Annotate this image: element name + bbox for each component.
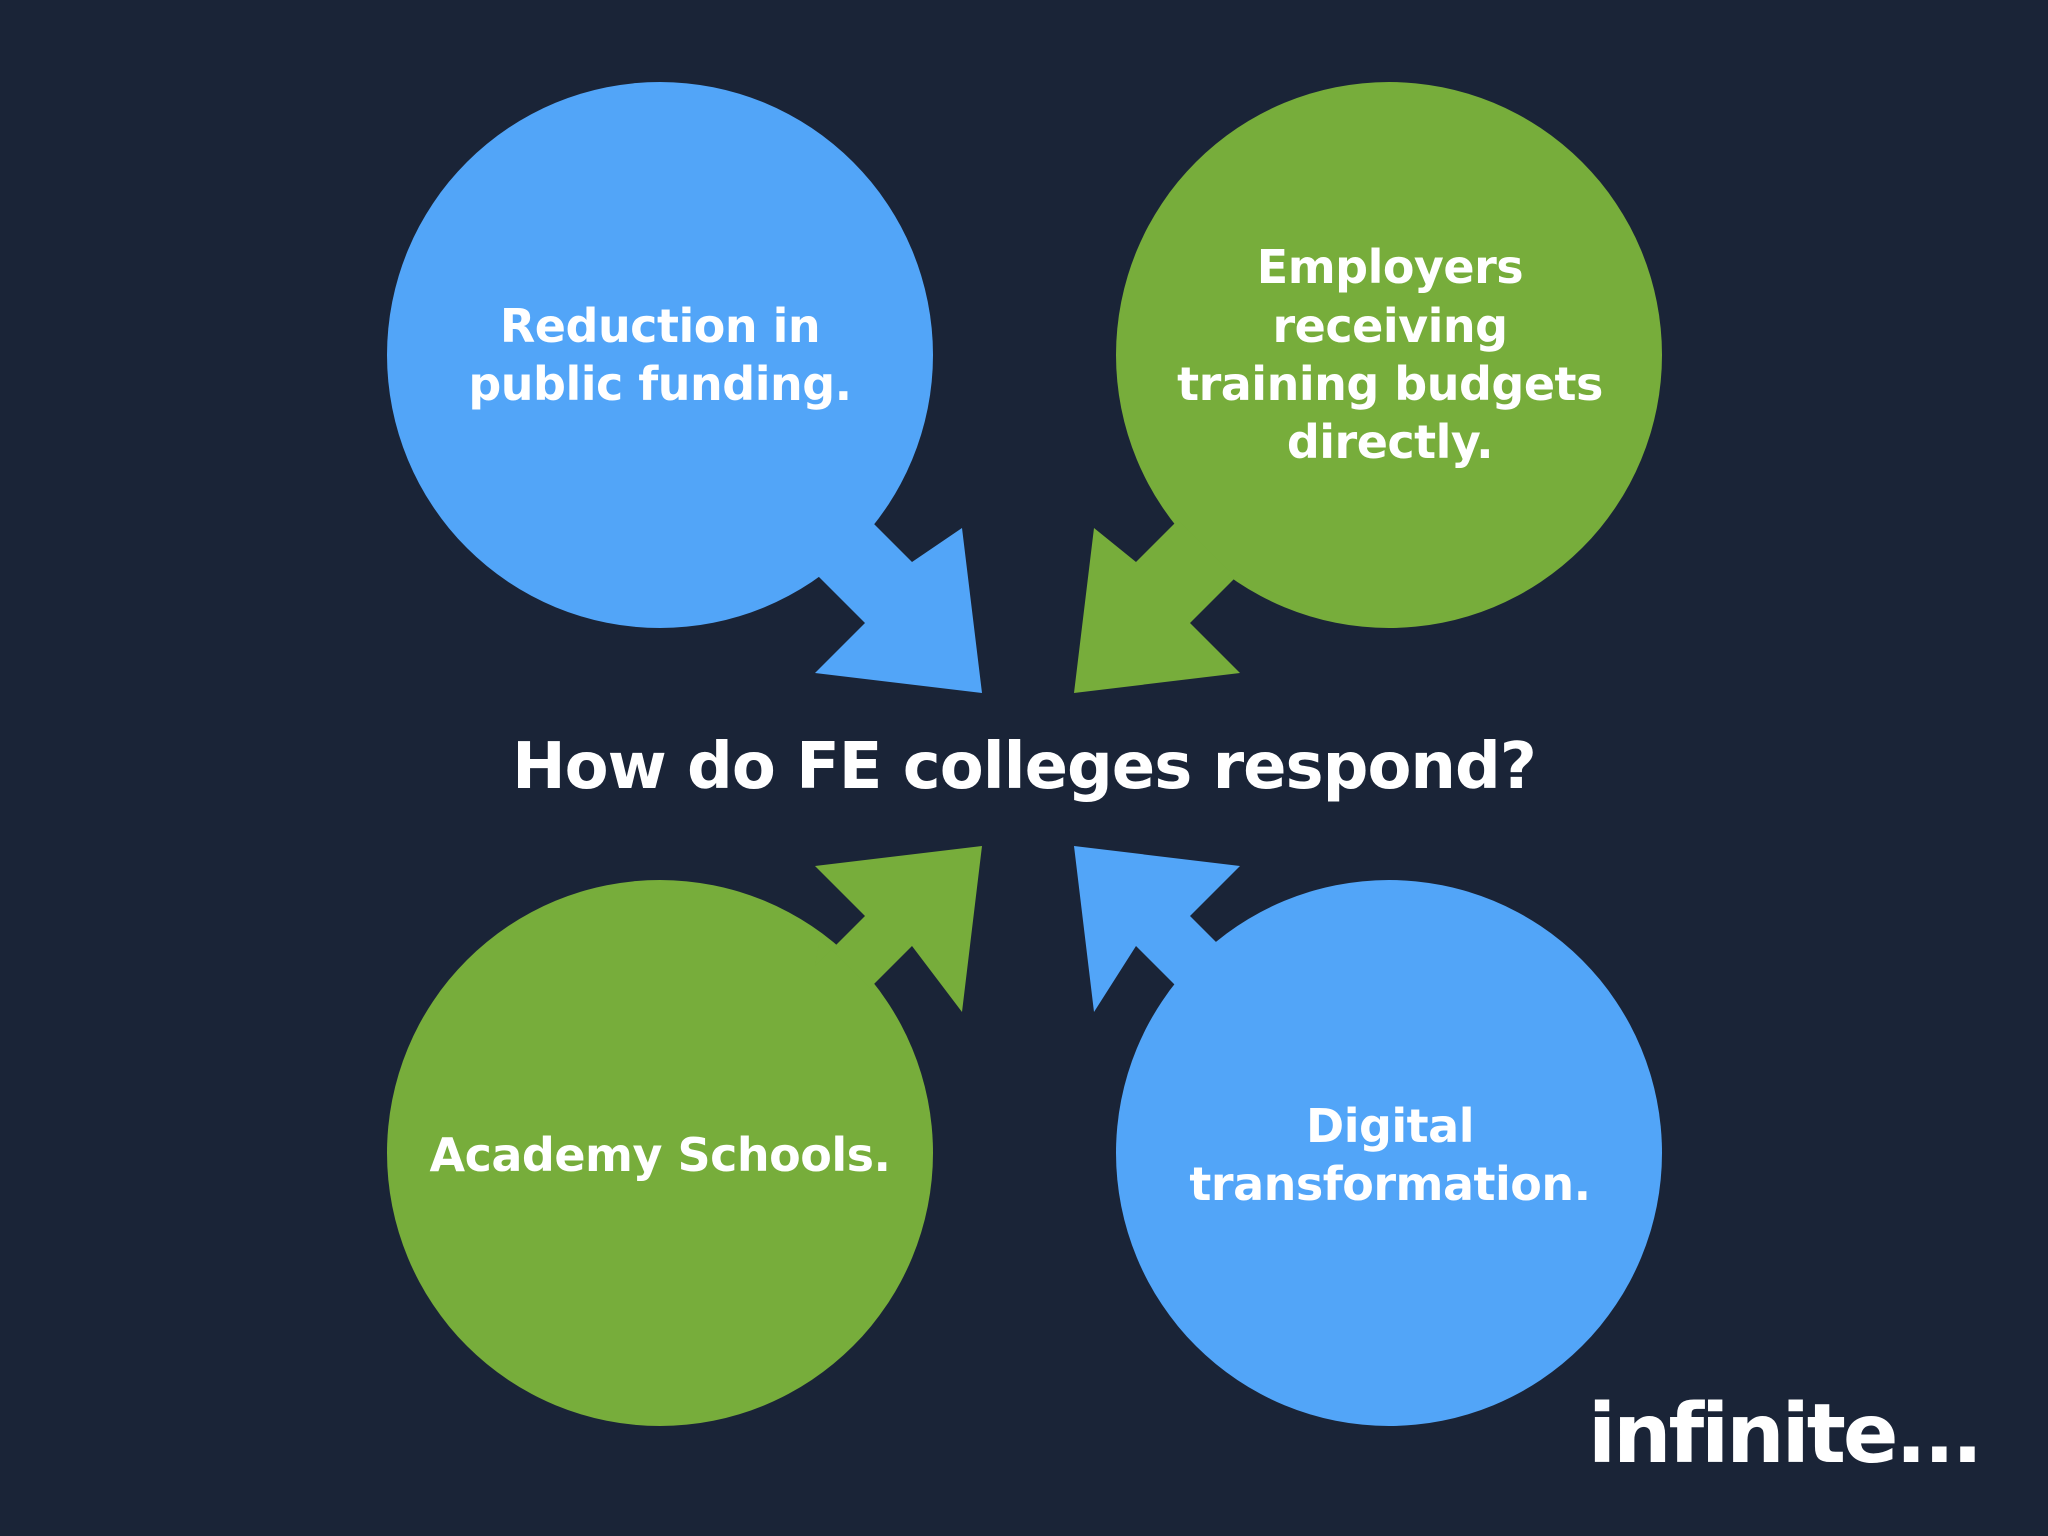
node-top-left-circle bbox=[387, 82, 933, 628]
node-bottom-left-label: Academy Schools. bbox=[429, 1127, 891, 1182]
node-bottom-right-shape bbox=[1074, 846, 1662, 1426]
node-top-left-shape bbox=[387, 82, 982, 693]
node-top-left-label: Reduction in public funding. bbox=[468, 298, 852, 411]
node-bottom-left-shape bbox=[387, 846, 982, 1426]
node-top-right-shape bbox=[1074, 82, 1662, 693]
node-top-left-arrow bbox=[815, 520, 982, 693]
node-top-right-arrow bbox=[1074, 520, 1240, 693]
node-bottom-right-arrow bbox=[1074, 846, 1240, 1012]
node-bottom-left-arrow bbox=[815, 846, 982, 1012]
infinite-logo: infinite... bbox=[1587, 1387, 1983, 1482]
center-question: How do FE colleges respond? bbox=[512, 730, 1537, 804]
node-bottom-right-circle bbox=[1116, 880, 1662, 1426]
node-bottom-left-circle bbox=[387, 880, 933, 1426]
node-top-right-circle bbox=[1116, 82, 1662, 628]
node-top-right-label: Employers receiving training budgets dir… bbox=[1177, 240, 1603, 470]
node-bottom-right-label: Digital transformation. bbox=[1189, 1098, 1591, 1211]
